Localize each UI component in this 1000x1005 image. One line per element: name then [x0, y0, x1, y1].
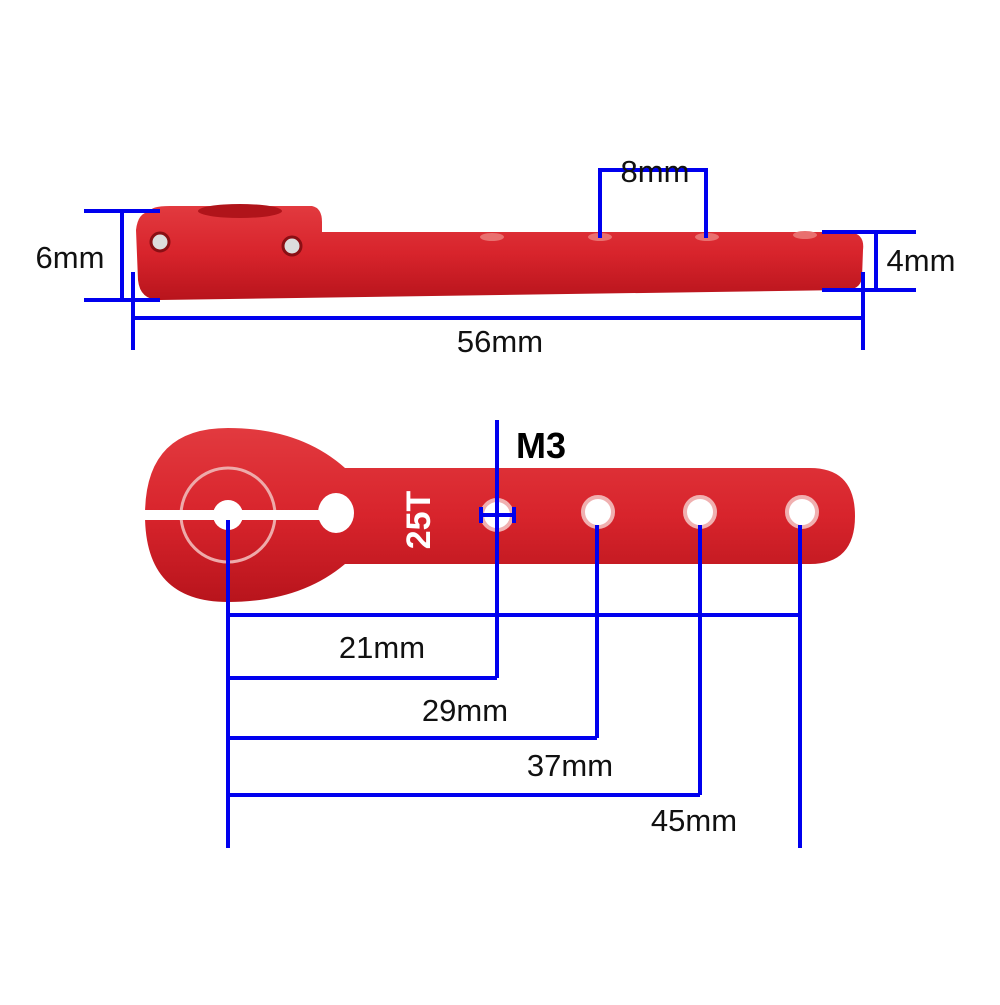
side-view-dimensions — [84, 168, 916, 350]
distance-label-21: 21mm — [339, 630, 425, 665]
side-view-part — [136, 204, 864, 300]
distance-label-37: 37mm — [527, 748, 613, 783]
plan-view-dimensions — [226, 420, 802, 848]
screw-icon — [281, 235, 303, 257]
hole-icon — [683, 495, 717, 529]
hole-icon — [581, 495, 615, 529]
screw-icon — [149, 231, 171, 253]
hole-icon — [785, 495, 819, 529]
height-label: 6mm — [36, 240, 105, 275]
thread-label: M3 — [516, 425, 566, 466]
distance-label-45: 45mm — [651, 803, 737, 838]
hole-pitch-label: 8mm — [621, 154, 690, 189]
thickness-label: 4mm — [887, 243, 956, 278]
distance-label-29: 29mm — [422, 693, 508, 728]
spline-label: 25T — [400, 490, 438, 549]
length-label: 56mm — [457, 324, 543, 359]
